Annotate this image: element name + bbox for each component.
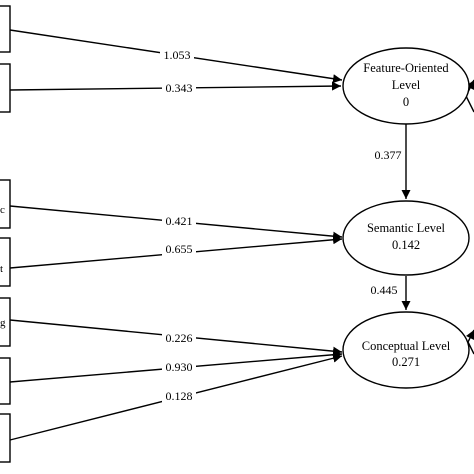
coef-box7-conceptual: 0.128 [162, 388, 196, 403]
indicator-box-6 [0, 357, 11, 405]
svg-text:1.053: 1.053 [164, 48, 191, 62]
node-feature-line2: Level [392, 78, 421, 92]
node-feature-line1: Feature-Oriented [363, 61, 449, 75]
node-feature-oriented-level: Feature-Oriented Level 0 [342, 47, 470, 125]
coef-box4-semantic: 0.655 [162, 241, 196, 256]
node-feature-value: 0 [403, 95, 409, 109]
indicator-box-1 [0, 5, 11, 53]
indicator-box-7 [0, 413, 11, 463]
indicator-box-3-fragment: c [0, 204, 5, 216]
indicator-box-5 [0, 297, 11, 347]
svg-text:0.421: 0.421 [166, 214, 193, 228]
svg-text:0.128: 0.128 [166, 389, 193, 403]
node-semantic-value: 0.142 [392, 238, 420, 252]
svg-text:0.930: 0.930 [166, 360, 193, 374]
svg-text:0.377: 0.377 [375, 148, 402, 162]
coef-semantic-conceptual: 0.445 [366, 282, 400, 297]
indicator-box-2 [0, 63, 11, 113]
svg-text:0.445: 0.445 [371, 283, 398, 297]
coef-box1-feature: 1.053 [160, 47, 194, 62]
indicator-box-5-fragment: g [0, 317, 6, 329]
node-conceptual-label: Conceptual Level [362, 339, 451, 353]
coef-box3-semantic: 0.421 [162, 213, 196, 228]
indicator-box-3 [0, 179, 11, 229]
coef-box2-feature: 0.343 [162, 80, 196, 95]
node-semantic-label: Semantic Level [367, 221, 446, 235]
svg-text:0.226: 0.226 [166, 331, 193, 345]
indicator-box-4-fragment: t [0, 263, 3, 275]
coef-box5-conceptual: 0.226 [162, 330, 196, 345]
node-conceptual-value: 0.271 [392, 355, 420, 369]
svg-text:0.655: 0.655 [166, 242, 193, 256]
node-conceptual-level: Conceptual Level 0.271 [342, 311, 470, 389]
svg-text:0.343: 0.343 [166, 81, 193, 95]
coef-box6-conceptual: 0.930 [162, 359, 196, 374]
coef-feature-semantic: 0.377 [370, 147, 404, 162]
indicator-box-4 [0, 237, 11, 287]
node-semantic-level: Semantic Level 0.142 [342, 200, 470, 276]
